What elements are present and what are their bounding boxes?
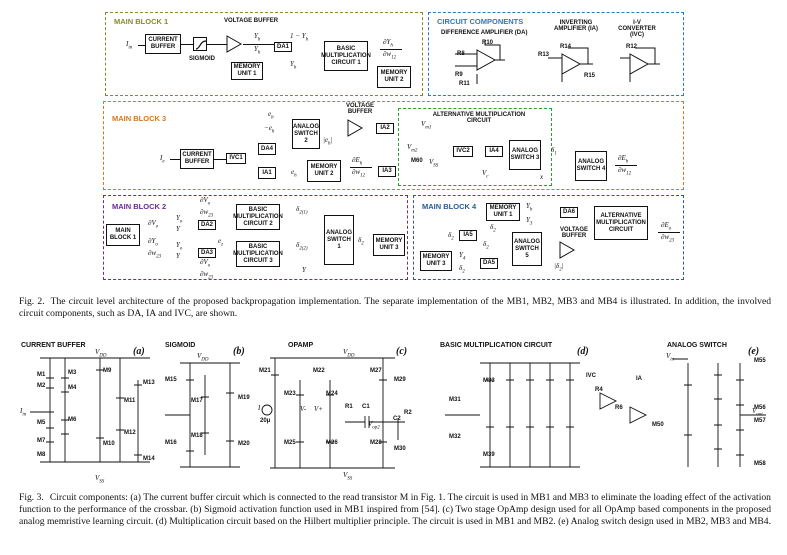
basic-multiplication-schematic [445, 362, 648, 468]
iin-label: Iin [126, 40, 133, 51]
sigmoid-icon [193, 37, 207, 51]
main-block-1: MAIN BLOCK 1 [105, 12, 423, 96]
basic-multiplication-title: BASIC MULTIPLICATION CIRCUIT [440, 342, 553, 349]
voltage-buffer-1-icon [226, 35, 243, 53]
tag-e: (e) [748, 346, 760, 357]
main-block-1-ref: MAIN BLOCK 1 [106, 224, 140, 246]
analog-switch-4: ANALOG SWITCH 4 [575, 151, 607, 181]
ivc-label: I-V CONVERTER (IVC) [618, 20, 656, 38]
voltage-buffer-1-label: VOLTAGE BUFFER [224, 18, 279, 24]
memory-unit-3-mb4: MEMORY UNIT 3 [420, 251, 452, 271]
main-block-4: MAIN BLOCK 4 [413, 195, 684, 280]
circuit-components-title: CIRCUIT COMPONENTS [437, 17, 524, 26]
analog-switch-title: ANALOG SWITCH [667, 342, 727, 349]
memory-unit-1-mb1: MEMORY UNIT 1 [231, 62, 263, 80]
opamp-schematic [261, 357, 405, 469]
tag-b: (b) [233, 346, 245, 357]
main-block-2: MAIN BLOCK 2 [103, 195, 408, 280]
basic-multiplication-circuit-2: BASIC MULTIPLICATION CIRCUIT 2 [233, 204, 283, 230]
ie-label: Ie [160, 154, 165, 165]
yh-2: Yh [254, 45, 261, 56]
figure-3-caption-label: Fig. 3. [19, 492, 44, 503]
sigmoid-label: SIGMOID [189, 56, 216, 62]
da5: DA5 [480, 258, 498, 269]
yh-3: Yh [290, 60, 297, 71]
main-block-4-title: MAIN BLOCK 4 [422, 202, 477, 211]
memory-unit-2-mb1: MEMORY UNIT 2 [377, 66, 411, 88]
da3: DA3 [198, 248, 216, 258]
basic-multiplication-circuit-3: BASIC MULTIPLICATION CIRCUIT 3 [233, 241, 283, 267]
alternative-multiplication-circuit-mb4: ALTERNATIVE MULTIPLICATION CIRCUIT [594, 206, 648, 240]
figure-2-caption: Fig. 2.The circuit level architecture of… [19, 296, 771, 320]
ia1: IA1 [258, 167, 276, 179]
ia4: IA4 [485, 146, 503, 157]
ivc-schematic [620, 47, 660, 82]
one-minus-yh: 1 − Yh [290, 32, 309, 43]
da-label: DIFFERENCE AMPLIFIER (DA) [441, 30, 528, 36]
figure-2-caption-text: The circuit level architecture of the pr… [19, 296, 771, 320]
memory-unit-1-mb4: MEMORY UNIT 1 [486, 203, 520, 221]
main-block-3-title: MAIN BLOCK 3 [112, 114, 167, 123]
current-buffer-schematic [30, 357, 150, 463]
basic-multiplication-circuit-1: BASIC MULTIPLICATION CIRCUIT 1 [321, 41, 371, 71]
ia2: IA2 [376, 123, 394, 134]
ia5: IA5 [459, 230, 477, 241]
dw12-den: ∂w12 [383, 50, 397, 61]
figure-3-caption: Fig. 3.Circuit components: (a) The curre… [19, 492, 771, 529]
alternative-multiplication-block: ALTERNATIVE MULTIPLICATION CIRCUIT [398, 108, 552, 186]
tag-d: (d) [577, 346, 589, 357]
da1: DA1 [274, 42, 292, 52]
analog-switch-5: ANALOG SWITCH 5 [512, 232, 542, 266]
current-buffer-title: CURRENT BUFFER [21, 342, 86, 349]
da2: DA2 [198, 220, 216, 230]
current-buffer-1: CURRENT BUFFER [145, 34, 181, 54]
analog-switch-1: ANALOG SWITCH 1 [324, 215, 354, 265]
ia3: IA3 [378, 166, 396, 177]
analog-switch-2: ANALOG SWITCH 2 [292, 119, 320, 149]
figure-3-caption-text: Circuit components: (a) The current buff… [19, 492, 771, 528]
ia-label: INVERTING AMPLIFIER (IA) [554, 20, 598, 32]
analog-switch-schematic [673, 358, 766, 467]
da-schematic [455, 40, 505, 84]
memory-unit-3-mb2: MEMORY UNIT 3 [373, 234, 405, 256]
main-block-3: MAIN BLOCK 3 [103, 101, 684, 190]
da6: DA6 [560, 207, 578, 218]
opamp-title: OPAMP [288, 342, 314, 349]
ivc2: IVC2 [453, 146, 473, 157]
voltage-buffer-4-icon [559, 241, 576, 259]
analog-switch-3: ANALOG SWITCH 3 [509, 140, 541, 170]
dyh-num: ∂Yh [383, 38, 393, 49]
sigmoid-title: SIGMOID [165, 342, 196, 349]
tag-a: (a) [133, 346, 145, 357]
yh-1: Yh [254, 32, 261, 43]
main-block-1-title: MAIN BLOCK 1 [114, 17, 169, 26]
sigmoid-schematic [165, 362, 240, 468]
da4: DA4 [258, 143, 276, 155]
circuit-components-block: CIRCUIT COMPONENTS [428, 12, 684, 96]
ivc1: IVC1 [226, 153, 246, 164]
voltage-buffer-3-icon [347, 119, 364, 137]
ia-schematic [548, 47, 593, 82]
main-block-2-title: MAIN BLOCK 2 [112, 202, 167, 211]
figure-2-caption-label: Fig. 2. [19, 296, 45, 307]
current-buffer-3: CURRENT BUFFER [180, 149, 214, 169]
tag-c: (c) [396, 346, 408, 357]
memory-unit-2-mb3: MEMORY UNIT 2 [307, 160, 341, 182]
